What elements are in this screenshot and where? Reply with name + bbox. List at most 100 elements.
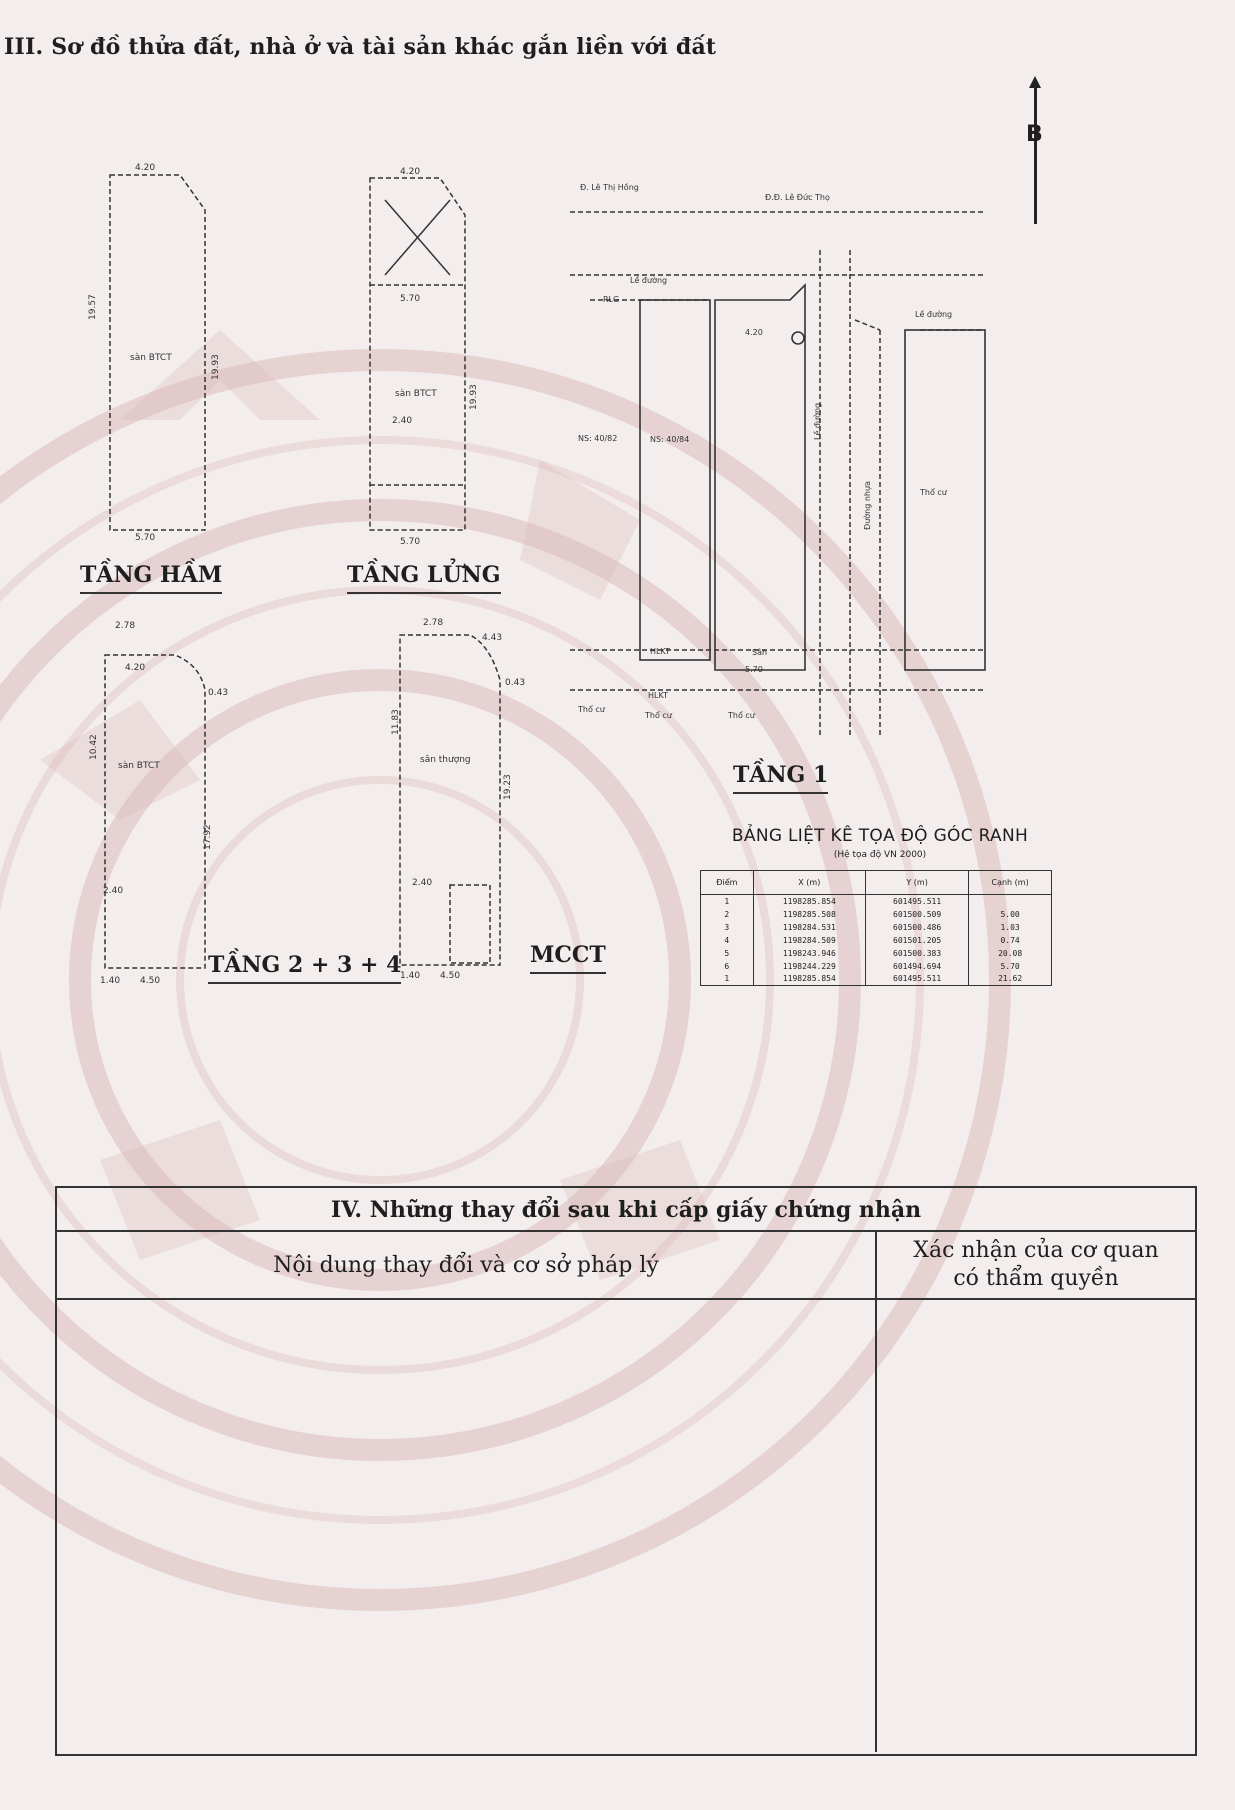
upper-dim-278: 2.78 [115, 621, 135, 631]
coord-header-x: X (m) [752, 870, 866, 895]
coord-table-subtitle: (Hệ tọa độ VN 2000) [833, 850, 927, 860]
tho-cu-right: Thổ cư [919, 487, 948, 497]
upper-dim-240: 2.40 [103, 886, 123, 896]
mezz-dim-top: 4.20 [400, 167, 420, 177]
upper-dim-450: 4.50 [140, 976, 160, 986]
mezz-dim-mid: 5.70 [400, 294, 420, 304]
le-duong-vertical: Lề đường [812, 403, 822, 440]
ground-dim-420: 4.20 [745, 328, 763, 337]
table-row: 4 1198284.509 601501.205 0.74 [700, 933, 1052, 947]
cell: 4 [700, 933, 754, 947]
upper-dim-420: 4.20 [125, 663, 145, 673]
cell: 1198285.508 [752, 907, 866, 921]
cell: 1198285.854 [752, 894, 866, 908]
tho-cu-left: Thổ cư [577, 704, 606, 714]
duong-nhua-label: Đường nhựa [862, 481, 873, 530]
cell: 1198285.854 [752, 972, 866, 986]
table-row: 1 1198285.854 601495.511 21.62 [700, 972, 1052, 986]
cell: 1.03 [968, 920, 1052, 934]
le-duong-right: Lề đường [915, 309, 952, 319]
ground-san-label: Sân [752, 648, 767, 657]
roof-dim-right: 19.23 [503, 774, 513, 800]
basement-dim-bottom: 5.70 [135, 533, 155, 543]
changes-col-confirm-header: Xác nhận của cơ quan có thẩm quyền [877, 1232, 1195, 1298]
ns-40-82-label: NS: 40/82 [578, 434, 617, 443]
hlkt-label-2: HLKT [648, 691, 668, 700]
confirm-header-line2: có thẩm quyền [953, 1266, 1119, 1291]
roof-dim-443: 4.43 [482, 633, 502, 643]
lot-ns-40-84 [714, 283, 806, 671]
north-letter: B [1026, 122, 1043, 147]
upper-outline [104, 654, 206, 969]
roof-dim-140: 1.40 [400, 971, 420, 981]
cell: 3 [700, 920, 754, 934]
roof-dim-left: 11.83 [391, 709, 401, 735]
roof-outline [399, 634, 501, 966]
cell [968, 894, 1052, 908]
le-duong-top: Lề đường [630, 275, 667, 285]
cell: 5.00 [968, 907, 1052, 921]
hlkt-label-1: HLKT [650, 647, 670, 656]
section-iv-title: IV. Những thay đổi sau khi cấp giấy chứn… [57, 1188, 1195, 1232]
roof-dim-043: 0.43 [505, 678, 525, 688]
street-a-label: Đ. Lê Thị Hồng [580, 182, 639, 193]
lot-tho-cu-right [904, 329, 986, 671]
north-arrow-icon [1029, 76, 1041, 88]
changes-table: IV. Những thay đổi sau khi cấp giấy chứn… [55, 1186, 1197, 1756]
cell: 601494.694 [864, 959, 970, 973]
basement-dim-top: 4.20 [135, 163, 155, 173]
section-iii-title: III. Sơ đồ thửa đất, nhà ở và tài sản kh… [4, 34, 717, 60]
basement-dim-left: 19.57 [88, 294, 98, 320]
tho-cu-mid: Thổ cư [644, 710, 673, 720]
upper-dim-043: 0.43 [208, 688, 228, 698]
cell: 5.70 [968, 959, 1052, 973]
cell: 20.08 [968, 946, 1052, 960]
cell: 0.74 [968, 933, 1052, 947]
cell: 601495.511 [864, 972, 970, 986]
coord-table-title: BẢNG LIỆT KÊ TỌA ĐỘ GÓC RANH [731, 826, 1029, 846]
cell: 1 [700, 972, 754, 986]
confirm-header-line1: Xác nhận của cơ quan [913, 1238, 1159, 1263]
roof-dim-450: 4.50 [440, 971, 460, 981]
cell: 5 [700, 946, 754, 960]
floor-label-roof: MCCT [530, 942, 606, 974]
street-b-label: Đ.Đ. Lê Đức Thọ [765, 192, 830, 202]
cell: 1198284.509 [752, 933, 866, 947]
cell: 21.62 [968, 972, 1052, 986]
roof-dim-278: 2.78 [423, 618, 443, 628]
mezzanine-outline [369, 177, 466, 531]
changes-content-cell [57, 1300, 877, 1752]
floor-label-ground: TẦNG 1 [733, 762, 829, 794]
cell: 601500.509 [864, 907, 970, 921]
table-row: 3 1198284.531 601500.486 1.03 [700, 920, 1052, 934]
coord-header-edge: Cạnh (m) [968, 870, 1052, 895]
upper-dim-right: 17.92 [203, 824, 213, 850]
basement-dim-right: 19.93 [211, 354, 221, 380]
mezz-slab-label: sàn BTCT [395, 389, 437, 399]
roof-dim-240: 2.40 [412, 878, 432, 888]
floor-label-mezzanine: TẦNG LỬNG [347, 562, 501, 594]
changes-confirm-cell [877, 1300, 1195, 1752]
cell: 1 [700, 894, 754, 908]
coord-table-block: BẢNG LIỆT KÊ TỌA ĐỘ GÓC RANH (Hệ tọa độ … [700, 826, 1060, 986]
changes-col-content-header: Nội dung thay đổi và cơ sở pháp lý [57, 1232, 877, 1298]
ground-dim-570: 5.70 [745, 665, 763, 674]
coord-header-y: Y (m) [864, 870, 970, 895]
basement-slab-label: sàn BTCT [130, 353, 172, 363]
mezz-dim-240: 2.40 [392, 416, 412, 426]
floor-label-upper: TẦNG 2 + 3 + 4 [208, 952, 402, 984]
coord-header-point: Điểm [700, 870, 754, 895]
roof-terrace-label: sân thượng [420, 755, 471, 765]
cell: 1198284.531 [752, 920, 866, 934]
floor-plans: 4.20 5.70 19.57 19.93 sàn BTCT 4.20 5.70… [88, 163, 986, 986]
upper-dim-left: 10.42 [89, 734, 99, 760]
rlg-label: RLG [603, 295, 619, 304]
ns-40-84-label: NS: 40/84 [650, 435, 689, 444]
cell: 6 [700, 959, 754, 973]
mezz-dim-right: 19.93 [469, 384, 479, 410]
cell: 601495.511 [864, 894, 970, 908]
north-arrow: B [1010, 76, 1070, 236]
cell: 1198244.229 [752, 959, 866, 973]
cell: 2 [700, 907, 754, 921]
